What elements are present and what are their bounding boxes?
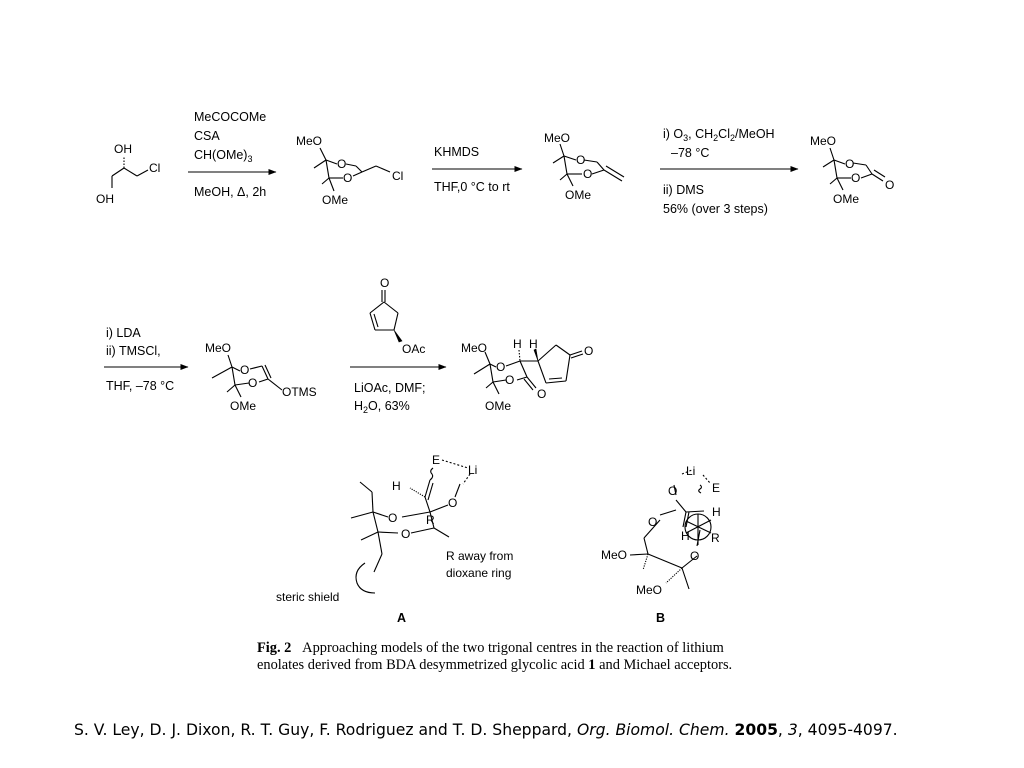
step2-conditions: THF,0 °C to rt [434,180,510,194]
int1-o1: O [337,157,346,171]
model-a-o2: O [401,527,410,541]
prod2-o-ketone: O [584,344,593,358]
model-b-li: Li [686,464,695,478]
diol-oh-top: OH [114,142,132,156]
citation: S. V. Ley, D. J. Dixon, R. T. Guy, F. Ro… [74,721,898,739]
model-a-label: A [397,611,406,625]
model-b-e: E [712,481,720,495]
diol-cl: Cl [149,161,160,175]
step3-line1: i) O3, CH2Cl2/MeOH [663,127,775,143]
prod2-meo: MeO [461,341,487,355]
diol-structure: OH OH Cl [96,142,160,206]
enol-o1: O [240,363,249,377]
model-a-r: R [426,513,435,527]
step3-line4: 56% (over 3 steps) [663,202,768,216]
caption-tail: and Michael acceptors. [599,657,733,674]
citation-volume: 3 [787,721,798,739]
step1-reagent2: CSA [194,129,220,143]
model-b-h2: H [681,529,690,543]
enone-o: O [380,276,389,290]
prod1-o2: O [851,171,860,185]
model-b-h1: H [712,505,721,519]
prod2-h1: H [513,337,522,351]
intermediate-2-structure: MeO O O OMe [544,131,625,202]
prod2-o-ring2: O [505,373,514,387]
prod2-ome: OMe [485,399,511,413]
prod1-meo: MeO [810,134,836,148]
caption-compound: 1 [588,657,596,674]
figure-caption: Fig. 2 Approaching models of the two tri… [257,640,752,675]
step5-line2: H2O, 63% [354,399,410,415]
enol-o2: O [248,376,257,390]
model-b-o-ring2: O [690,549,699,563]
model-a-h: H [392,479,401,493]
step3-line2: –78 °C [671,146,709,160]
model-a-note-2: dioxane ring [446,566,511,580]
diol-oh-bottom: OH [96,192,114,206]
model-a-note-1: R away from [446,549,513,563]
model-a-li: Li [468,463,477,477]
enol-meo: MeO [205,341,231,355]
citation-year: 2005 [734,721,778,739]
model-b-r: R [711,531,720,545]
enone-oac: OAc [402,342,425,356]
model-b-meo1: MeO [601,548,627,562]
model-a-o-top: O [448,496,457,510]
int1-o2: O [343,171,352,185]
prod1-ome: OMe [833,192,859,206]
int1-ome: OMe [322,193,348,207]
caption-text: Approaching models of the two trigonal c… [257,640,724,674]
step2-reagent: KHMDS [434,145,479,159]
int1-meo: MeO [296,134,322,148]
enol-ether-structure: MeO O O OTMS OMe [205,341,317,413]
acetoxy-cyclopentenone-structure: O OAc [369,276,425,356]
int1-cl: Cl [392,169,403,183]
model-b-o-top: O [668,484,677,498]
step1-conditions: MeOH, Δ, 2h [194,185,266,199]
citation-authors: S. V. Ley, D. J. Dixon, R. T. Guy, F. Ro… [74,721,577,739]
model-a-structure: E Li H O O O R R away from dioxane ring … [276,453,513,625]
int2-o2: O [583,167,592,181]
prod2-h2: H [529,337,538,351]
step4-line2: ii) TMSCl, [106,344,161,358]
model-b-meo2: MeO [636,583,662,597]
model-a-e: E [432,453,440,467]
product-1-structure: MeO O O O OMe [810,134,894,206]
prod1-carbonyl-o: O [885,178,894,192]
int2-o1: O [576,153,585,167]
step5-line1: LiOAc, DMF; [354,381,426,395]
caption-fig-label: Fig. 2 [257,640,292,656]
model-b-label: B [656,611,665,625]
reaction-scheme: OH OH Cl MeCOCOMe CSA CH(OMe)3 MeOH, Δ, … [96,110,894,625]
prod2-o-ring1: O [496,360,505,374]
prod2-o-carbonyl: O [537,387,546,401]
prod1-o1: O [845,157,854,171]
step1-reagent1: MeCOCOMe [194,110,266,124]
product-2-structure: MeO H H O O O O OMe [461,337,593,413]
step4-line1: i) LDA [106,326,141,340]
citation-journal: Org. Biomol. Chem. [576,721,730,739]
intermediate-1-structure: MeO O O Cl OMe [296,134,403,207]
step1-reagent3: CH(OMe)3 [194,148,252,164]
model-b-structure: Li E O O O H H R MeO MeO B [601,464,721,625]
int2-ome: OMe [565,188,591,202]
model-b-o-ring: O [648,515,657,529]
int2-meo: MeO [544,131,570,145]
model-a-steric: steric shield [276,590,339,604]
enol-otms: OTMS [282,385,317,399]
enol-ome: OMe [230,399,256,413]
step3-line3: ii) DMS [663,183,704,197]
model-a-o1: O [388,511,397,525]
citation-pages: , 4095-4097. [797,721,898,739]
step4-conditions: THF, –78 °C [106,379,174,393]
